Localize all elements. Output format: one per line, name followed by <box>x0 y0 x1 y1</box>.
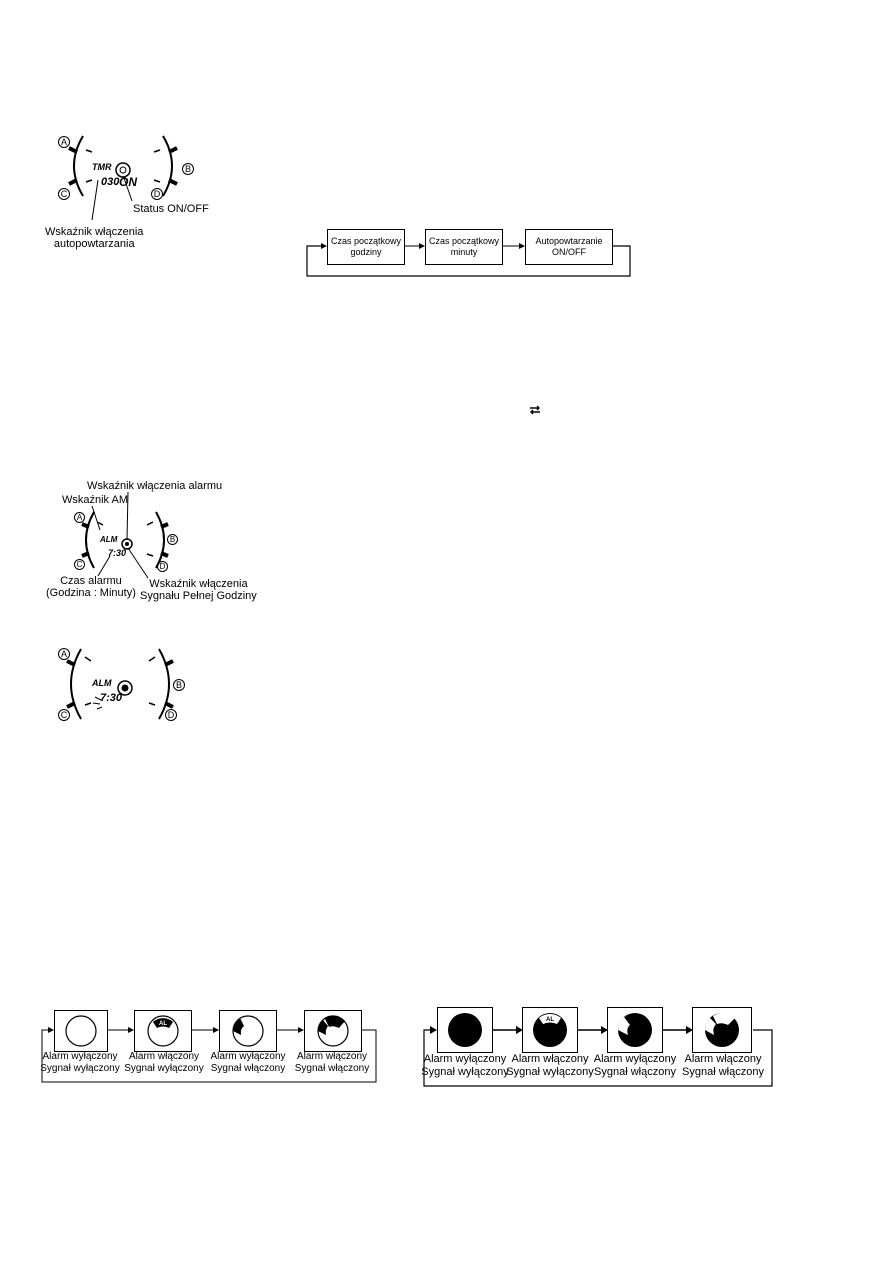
caption-line-1: Alarm włączony <box>511 1053 589 1065</box>
button-c: C <box>58 709 70 721</box>
caption-line-2: Sygnał wyłączony <box>40 1063 120 1074</box>
display-value: 7:30 <box>108 548 127 558</box>
cycle-light-caption-2: Alarm włączony Sygnał wyłączony <box>122 1051 206 1075</box>
alarm-set-watch-figure: ALM 7:30 A B C D <box>55 645 185 723</box>
dial-alarm-dark-icon: AL <box>533 1013 567 1047</box>
svg-text:AL: AL <box>546 1017 554 1023</box>
button-c: C <box>58 188 70 200</box>
cycle-dark-caption-1: Alarm wyłączony Sygnał wyłączony <box>420 1053 510 1079</box>
dial-signal-icon <box>232 1015 264 1047</box>
dial-alarm-signal-dark-icon <box>705 1012 739 1047</box>
caption-line-1: Alarm włączony <box>128 1051 200 1062</box>
button-a: A <box>58 648 70 660</box>
button-d: D <box>157 561 168 572</box>
alarm-time-label: Czas alarmu (Godzina : Minuty) <box>46 575 136 599</box>
cycle-dark-step-3 <box>607 1007 663 1053</box>
flow-step-auto-repeat: Autopowtarzanie ON/OFF <box>525 229 613 265</box>
display-value: 030 <box>101 176 120 188</box>
button-a: A <box>74 512 85 523</box>
caption-line-2: Sygnał wyłączony <box>506 1066 594 1078</box>
caption-line-1: Alarm wyłączony <box>210 1051 286 1062</box>
caption-line-1: Alarm wyłączony <box>42 1051 118 1062</box>
flow-step-start-minutes: Czas początkowy minuty <box>425 229 503 265</box>
button-c: C <box>74 559 85 570</box>
alarm-watch-figure: ALM 7:30 A B C D <box>70 508 180 572</box>
status-label: Status ON/OFF <box>133 203 209 215</box>
button-b: B <box>167 534 178 545</box>
caption-line-2: Sygnał włączony <box>210 1063 286 1074</box>
dial-signal-dark-icon <box>617 1013 652 1047</box>
auto-repeat-label: Wskaźnik włączenia autopowtarzania <box>45 226 144 250</box>
display-state: ON <box>119 175 137 189</box>
cycle-light-caption-1: Alarm wyłączony Sygnał wyłączony <box>38 1051 122 1075</box>
cycle-light-step-3 <box>219 1010 277 1052</box>
display-value: 7:30 <box>100 692 123 704</box>
flow-step-label: Czas początkowy godziny <box>330 236 402 257</box>
cycle-dark-caption-3: Alarm wyłączony Sygnał włączony <box>590 1053 680 1079</box>
hourly-signal-label: Wskaźnik włączenia Sygnału Pełnej Godzin… <box>140 578 257 602</box>
cycle-light-step-2: AL <box>134 1010 192 1052</box>
watch-outline-icon <box>68 135 178 197</box>
watch-outline-icon <box>81 511 169 569</box>
timer-watch-figure: TMR 030 ON A B C D <box>55 132 195 200</box>
flow-step-label: Czas początkowy minuty <box>428 236 500 257</box>
display-mode: ALM <box>100 535 118 544</box>
caption-line-1: Alarm wyłączony <box>423 1053 507 1065</box>
auto-repeat-icon <box>530 405 540 415</box>
alarm-on-label: Wskaźnik włączenia alarmu <box>87 480 223 492</box>
cycle-light-step-4 <box>304 1010 362 1052</box>
cycle-light-caption-4: Alarm włączony Sygnał włączony <box>290 1051 374 1075</box>
cycle-dark-caption-4: Alarm włączony Sygnał włączony <box>677 1053 769 1079</box>
button-d: D <box>165 709 177 721</box>
display-mode: TMR <box>92 162 112 172</box>
watch-outline-icon <box>66 648 174 720</box>
button-b: B <box>173 679 185 691</box>
cycle-dark-step-1 <box>437 1007 493 1053</box>
button-d: D <box>151 188 163 200</box>
caption-line-2: Sygnał wyłączony <box>421 1066 509 1078</box>
am-label: Wskaźnik AM <box>62 494 129 506</box>
cycle-light-caption-3: Alarm wyłączony Sygnał włączony <box>206 1051 290 1075</box>
display-mode: ALM <box>92 678 112 688</box>
dial-empty-dark-icon <box>448 1013 482 1047</box>
cycle-dark-caption-2: Alarm włączony Sygnał wyłączony <box>505 1053 595 1079</box>
caption-line-2: Sygnał włączony <box>294 1063 370 1074</box>
svg-text:AL: AL <box>159 1021 167 1027</box>
cycle-light-step-1 <box>54 1010 108 1052</box>
button-a: A <box>58 136 70 148</box>
flow-step-start-hours: Czas początkowy godziny <box>327 229 405 265</box>
dial-alarm-signal-icon <box>317 1015 349 1047</box>
dial-alarm-icon: AL <box>147 1015 179 1047</box>
flow-step-label: Autopowtarzanie ON/OFF <box>535 236 603 257</box>
button-b: B <box>182 163 194 175</box>
caption-line-1: Alarm włączony <box>296 1051 368 1062</box>
caption-line-2: Sygnał włączony <box>594 1066 676 1078</box>
cycle-dark-step-2: AL <box>522 1007 578 1053</box>
caption-line-1: Alarm włączony <box>684 1053 762 1065</box>
caption-line-2: Sygnał wyłączony <box>124 1063 204 1074</box>
caption-line-2: Sygnał włączony <box>682 1066 764 1078</box>
caption-line-1: Alarm wyłączony <box>593 1053 677 1065</box>
dial-empty-icon <box>65 1015 97 1047</box>
cycle-dark-step-4 <box>692 1007 752 1053</box>
